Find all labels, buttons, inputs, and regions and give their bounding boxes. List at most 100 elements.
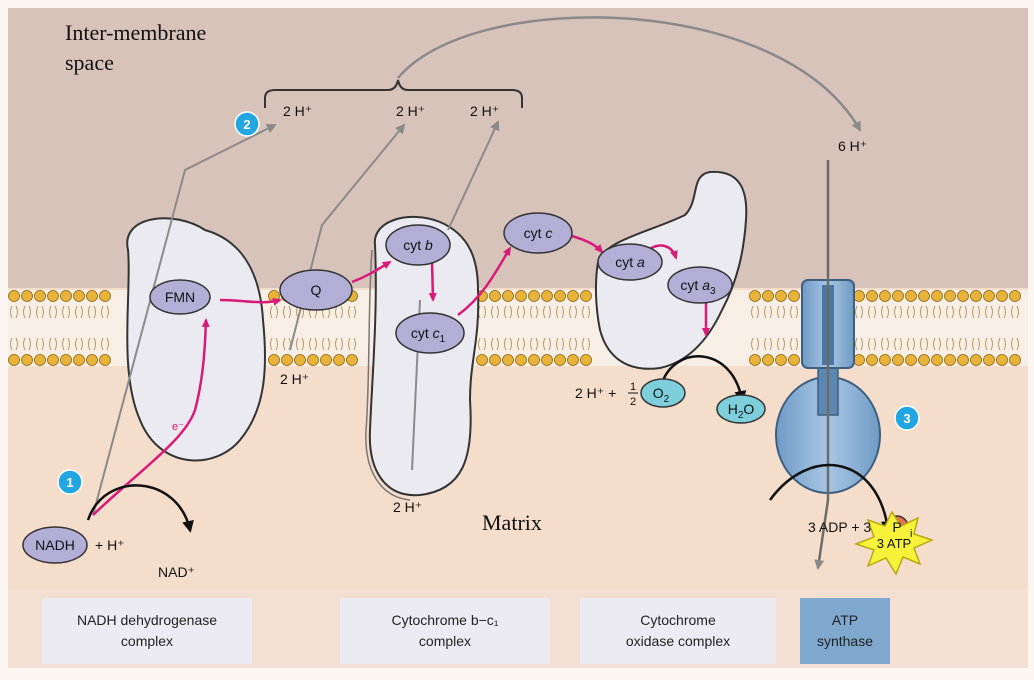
lipid-head-bottom (919, 355, 930, 366)
lipid-head-bottom (776, 355, 787, 366)
lipid-head-bottom (893, 355, 904, 366)
cyt-c-letter: c (545, 225, 552, 241)
oxygen-equation-prefix: 2 H⁺ + (575, 385, 616, 401)
lipid-head-top (74, 291, 85, 302)
lipid-head-top (763, 291, 774, 302)
lipid-head-bottom (477, 355, 488, 366)
intermembrane-label-line2: space (65, 50, 114, 75)
lipid-head-bottom (74, 355, 85, 366)
lipid-head-bottom (61, 355, 72, 366)
complex4-line1: Cytochrome (640, 612, 716, 628)
lipid-head-bottom (347, 355, 358, 366)
fraction-denominator: 2 (630, 396, 636, 408)
cyt-a3-letter: a (702, 277, 710, 293)
lipid-head-bottom (958, 355, 969, 366)
lipid-head-top (516, 291, 527, 302)
lipid-head-top (100, 291, 111, 302)
lipid-head-top (529, 291, 540, 302)
lipid-head-bottom (854, 355, 865, 366)
cyt-a-letter: a (637, 254, 645, 270)
lipid-head-top (776, 291, 787, 302)
lipid-head-top (880, 291, 891, 302)
lipid-head-top (945, 291, 956, 302)
atp-synthase-line2: synthase (817, 633, 873, 649)
lipid-head-top (997, 291, 1008, 302)
lipid-head-bottom (568, 355, 579, 366)
matrix-label: Matrix (482, 510, 542, 535)
lipid-head-bottom (984, 355, 995, 366)
cyt-a3-sub: 3 (710, 286, 716, 297)
h2o-h: H (728, 401, 738, 417)
lipid-head-bottom (490, 355, 501, 366)
lipid-head-bottom (880, 355, 891, 366)
lipid-head-top (490, 291, 501, 302)
cyt-c1-sub: 1 (440, 334, 446, 345)
lipid-head-top (48, 291, 59, 302)
lipid-head-bottom (945, 355, 956, 366)
atp-synthase-line1: ATP (832, 612, 858, 628)
proton-label-six: 6 H⁺ (838, 138, 867, 154)
lipid-head-bottom (269, 355, 280, 366)
lipid-head-top (61, 291, 72, 302)
lipid-head-top (542, 291, 553, 302)
lipid-head-top (87, 291, 98, 302)
lipid-head-bottom (22, 355, 33, 366)
lipid-head-bottom (503, 355, 514, 366)
q-label: Q (311, 282, 322, 298)
atp-synthase-box (800, 598, 890, 664)
lipid-head-top (919, 291, 930, 302)
lipid-head-top (867, 291, 878, 302)
lipid-head-top (854, 291, 865, 302)
h2o-o: O (743, 401, 754, 417)
cyt-a-label: cyt a (615, 254, 645, 270)
lipid-head-bottom (971, 355, 982, 366)
step-marker-1-label: 1 (66, 475, 73, 490)
proton-label-top-a: 2 H⁺ (283, 103, 312, 119)
proton-label-top-c: 2 H⁺ (470, 103, 499, 119)
lipid-head-top (503, 291, 514, 302)
lipid-head-bottom (9, 355, 20, 366)
lipid-head-top (932, 291, 943, 302)
lipid-head-bottom (87, 355, 98, 366)
lipid-head-top (555, 291, 566, 302)
complex3-line2: complex (419, 633, 471, 649)
lipid-head-bottom (334, 355, 345, 366)
lipid-head-bottom (867, 355, 878, 366)
phosphate-label: P (892, 519, 901, 535)
complex3-box (340, 598, 550, 664)
lipid-head-bottom (932, 355, 943, 366)
lipid-head-bottom (1010, 355, 1021, 366)
cyt-c-prefix: cyt (524, 225, 542, 241)
lipid-head-top (22, 291, 33, 302)
nadh-label: NADH (35, 537, 75, 553)
lipid-head-bottom (750, 355, 761, 366)
complex4-box (580, 598, 776, 664)
proton-label-bc1: 2 H⁺ (393, 499, 422, 515)
electron-arrow-cytb-cytc1 (432, 260, 433, 300)
o2-o: O (653, 385, 664, 401)
lipid-head-bottom (48, 355, 59, 366)
lipid-head-bottom (295, 355, 306, 366)
lipid-head-bottom (763, 355, 774, 366)
lipid-head-top (750, 291, 761, 302)
lipid-head-bottom (529, 355, 540, 366)
complex1-box (42, 598, 252, 664)
lipid-head-top (568, 291, 579, 302)
lipid-head-bottom (789, 355, 800, 366)
lipid-head-top (958, 291, 969, 302)
electron-label: e⁻ (172, 421, 184, 433)
cyt-b-letter: b (425, 237, 433, 253)
step-marker-3-label: 3 (903, 411, 910, 426)
lipid-head-top (9, 291, 20, 302)
lipid-head-bottom (906, 355, 917, 366)
atp-label: 3 ATP (877, 536, 911, 551)
lipid-head-bottom (555, 355, 566, 366)
cyt-b-label: cyt b (403, 237, 433, 253)
cyt-c-label: cyt c (524, 225, 553, 241)
lipid-head-bottom (308, 355, 319, 366)
complex1-line2: complex (121, 633, 173, 649)
lipid-head-top (789, 291, 800, 302)
lipid-head-top (893, 291, 904, 302)
